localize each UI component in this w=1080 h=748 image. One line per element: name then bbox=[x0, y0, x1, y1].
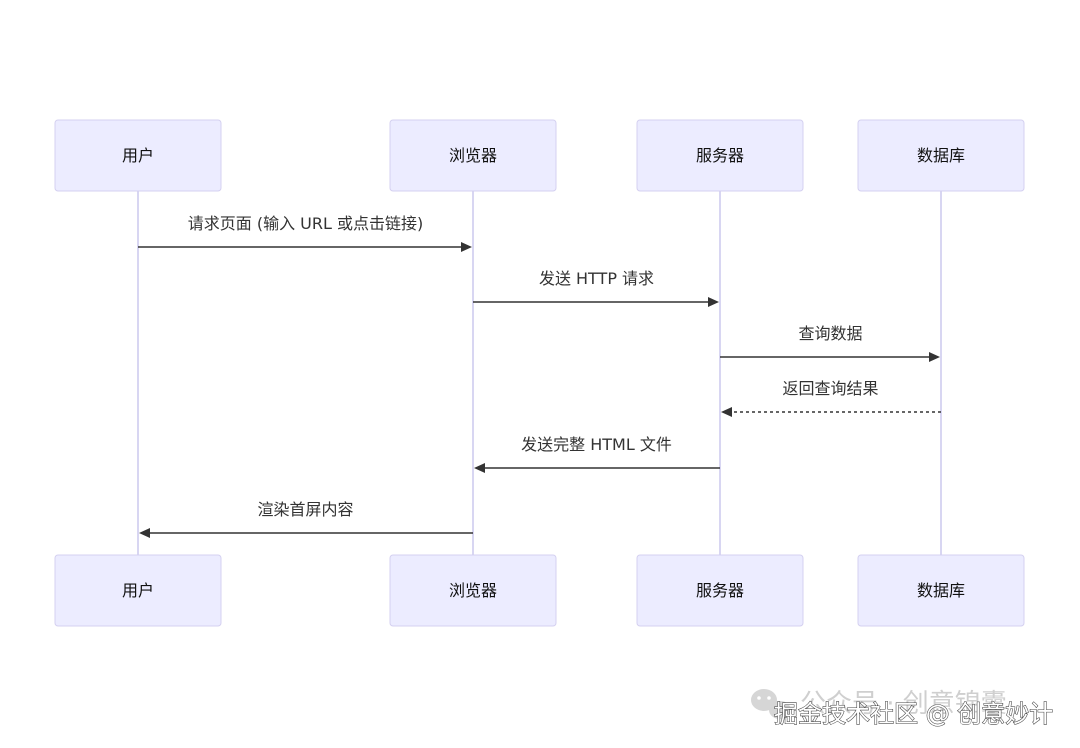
arrowhead-icon bbox=[929, 352, 940, 362]
message-label: 渲染首屏内容 bbox=[257, 500, 353, 519]
actor-box bbox=[636, 554, 804, 627]
watermark-front-text: 掘金技术社区 @ 创意妙计 bbox=[774, 700, 1053, 728]
message-label: 发送 HTTP 请求 bbox=[539, 269, 654, 288]
actor-server-top: 服务器 bbox=[636, 119, 804, 192]
actor-label: 数据库 bbox=[917, 146, 965, 165]
arrowhead-icon bbox=[708, 297, 719, 307]
actor-label: 用户 bbox=[122, 146, 154, 165]
actor-user-top: 用户 bbox=[54, 119, 222, 192]
actors-top: 用户 浏览器 服务器 数据库 bbox=[54, 119, 1025, 192]
arrowhead-icon bbox=[721, 407, 732, 417]
message-4: 返回查询结果 bbox=[721, 379, 941, 417]
messages: 请求页面 (输入 URL 或点击链接) 发送 HTTP 请求查询数据返回查询结果发… bbox=[138, 214, 941, 538]
actor-box bbox=[636, 119, 804, 192]
actor-server-bottom: 服务器 bbox=[636, 554, 804, 627]
actor-label: 服务器 bbox=[696, 581, 744, 600]
actor-browser-top: 浏览器 bbox=[389, 119, 557, 192]
actor-label: 浏览器 bbox=[449, 146, 497, 165]
actors-bottom: 用户 浏览器 服务器 数据库 bbox=[54, 554, 1025, 627]
message-label: 发送完整 HTML 文件 bbox=[521, 435, 672, 454]
actor-box bbox=[54, 119, 222, 192]
actor-user-bottom: 用户 bbox=[54, 554, 222, 627]
message-2: 发送 HTTP 请求 bbox=[473, 269, 719, 307]
message-1: 请求页面 (输入 URL 或点击链接) bbox=[138, 214, 472, 252]
arrowhead-icon bbox=[461, 242, 472, 252]
message-label: 查询数据 bbox=[798, 324, 862, 343]
actor-box bbox=[54, 554, 222, 627]
actor-box bbox=[857, 554, 1025, 627]
actor-label: 浏览器 bbox=[449, 581, 497, 600]
wechat-icon bbox=[751, 689, 791, 719]
actor-box bbox=[389, 119, 557, 192]
actor-database-bottom: 数据库 bbox=[857, 554, 1025, 627]
actor-box bbox=[857, 119, 1025, 192]
actor-label: 服务器 bbox=[696, 146, 744, 165]
actor-label: 用户 bbox=[122, 581, 154, 600]
message-5: 发送完整 HTML 文件 bbox=[474, 435, 720, 473]
actor-browser-bottom: 浏览器 bbox=[389, 554, 557, 627]
message-3: 查询数据 bbox=[720, 324, 940, 362]
message-label: 请求页面 (输入 URL 或点击链接) bbox=[188, 214, 424, 233]
message-label: 返回查询结果 bbox=[782, 379, 878, 398]
actor-database-top: 数据库 bbox=[857, 119, 1025, 192]
watermark: 公众号 · 创意锦囊 掘金技术社区 @ 创意妙计 bbox=[751, 689, 1054, 729]
arrowhead-icon bbox=[139, 528, 150, 538]
actor-label: 数据库 bbox=[917, 581, 965, 600]
message-6: 渲染首屏内容 bbox=[139, 500, 473, 538]
watermark-back-text: 公众号 · 创意锦囊 bbox=[800, 689, 1007, 719]
actor-box bbox=[389, 554, 557, 627]
arrowhead-icon bbox=[474, 463, 485, 473]
lifelines bbox=[137, 191, 942, 555]
